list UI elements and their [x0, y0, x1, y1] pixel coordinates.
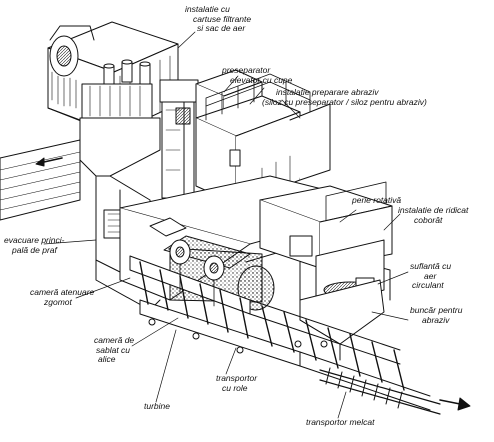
label-lifting: instalatie de ridicat coborât: [398, 205, 469, 225]
main-housing: [79, 117, 161, 311]
label-filter: instalatie cu cartuse filtrante si sac d…: [185, 4, 252, 33]
turbines: [169, 239, 225, 307]
label-preseparator: preseparator: [222, 65, 271, 75]
label-screw-conveyor: transportor melcat: [306, 417, 375, 427]
screw-conveyor: [319, 367, 471, 415]
label-blower: suflantă cu aer circulant: [410, 261, 452, 290]
label-blast-chamber: cameră de sablat cu alice: [94, 335, 135, 364]
label-noise-chamber: cameră atenuare zgomot: [30, 287, 95, 307]
brush-section: [259, 181, 393, 307]
label-turbines: turbine: [144, 401, 170, 411]
label-roller-conveyor: transportor cu role: [216, 373, 258, 393]
label-abrasive-hopper: buncăr pentru abraziv: [410, 305, 463, 325]
label-elevator: elevator cu cupe: [230, 75, 293, 85]
roller-conveyor: [129, 255, 431, 411]
label-rotary-brushes: perie rotativă: [352, 195, 402, 205]
label-abrasive-prep: instalatie preparare abraziv (siloz cu p…: [262, 87, 427, 107]
filter-unit: [47, 21, 179, 135]
evacuation-duct: [0, 139, 81, 221]
bucket-elevator: [159, 79, 199, 201]
leader-lines: [43, 31, 409, 419]
label-evacuation: evacuare princi- pală de praf: [4, 235, 65, 255]
